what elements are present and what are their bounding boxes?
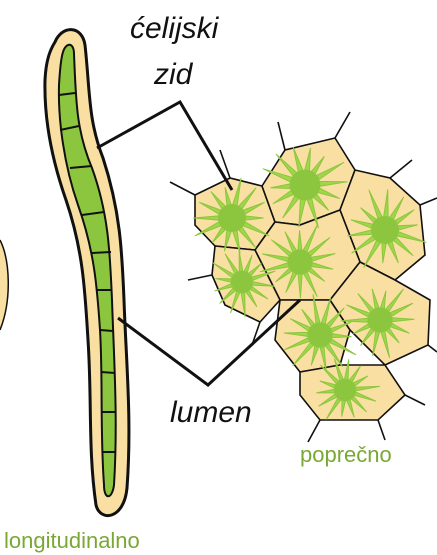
longitudinal-caption: longitudinalno <box>4 528 140 553</box>
cross-section-cluster <box>170 112 437 442</box>
lumen-star-core <box>287 249 312 274</box>
lumen-label: lumen <box>170 396 252 429</box>
cell-wall-label-line2: zid <box>153 58 194 91</box>
partial-cell-left-edge <box>0 240 8 330</box>
cell-wall-leader <box>97 102 232 190</box>
longitudinal-fiber <box>45 30 129 516</box>
cross-section-caption: poprečno <box>300 442 392 467</box>
lumen-star-core <box>334 379 356 401</box>
lumen-star-core <box>231 271 253 293</box>
lumen-star-core <box>371 216 399 244</box>
lumen-leader <box>118 300 300 385</box>
lumen-star-core <box>367 307 392 332</box>
lumen-star-core <box>307 322 332 347</box>
lumen-star-core <box>218 204 246 232</box>
lumen-star-core <box>290 170 321 201</box>
cell-wall-label-line1: ćelijski <box>130 12 220 45</box>
